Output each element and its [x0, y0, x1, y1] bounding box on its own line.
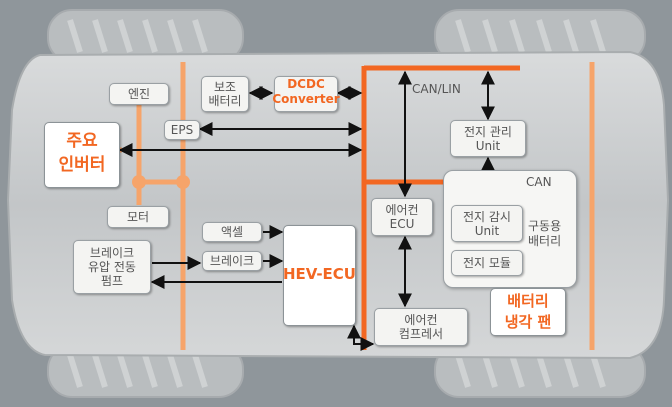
- dcdc-converter-label: DCDC Converter: [272, 77, 340, 106]
- eps-box: EPS: [164, 120, 200, 140]
- accel-box: 액셀: [202, 222, 262, 242]
- motor-box: 모터: [107, 206, 169, 228]
- aux-battery-box: 보조 배터리: [201, 76, 249, 112]
- brake-box: 브레이크: [202, 251, 262, 271]
- battery-cooling-fan-box: [490, 288, 566, 336]
- main-inverter-box: [44, 122, 120, 188]
- signal-arrows: [118, 70, 495, 351]
- ac-ecu-box: 에어컨 ECU: [371, 198, 433, 236]
- wheel-top-right: [434, 9, 646, 63]
- engine-box: 엔진: [109, 83, 169, 105]
- can-lin-label: CAN/LIN: [412, 82, 461, 96]
- dcdc-converter-box: [274, 76, 338, 112]
- hev-ecu-box: [283, 225, 356, 326]
- hev-ecu-label: HEV-ECU: [283, 265, 356, 283]
- battery-management-unit-box: 전지 관리 Unit: [450, 120, 526, 157]
- wheel-top-left: [47, 9, 244, 63]
- battery-cooling-fan-label: 배터리 냉각 팬: [504, 292, 552, 331]
- can-label: CAN: [526, 175, 552, 189]
- battery-monitor-unit-box: 전지 감시 Unit: [451, 205, 523, 242]
- drive-battery-label: 구동용 배터리: [528, 219, 562, 248]
- brake-hydraulic-pump-box: 브레이크 유압 전동 펌프: [73, 240, 151, 294]
- main-inverter-label: 주요 인버터: [58, 131, 106, 175]
- battery-module-box: 전지 모듈: [451, 250, 523, 276]
- ac-compressor-box: 에어컨 컴프레서: [374, 308, 468, 346]
